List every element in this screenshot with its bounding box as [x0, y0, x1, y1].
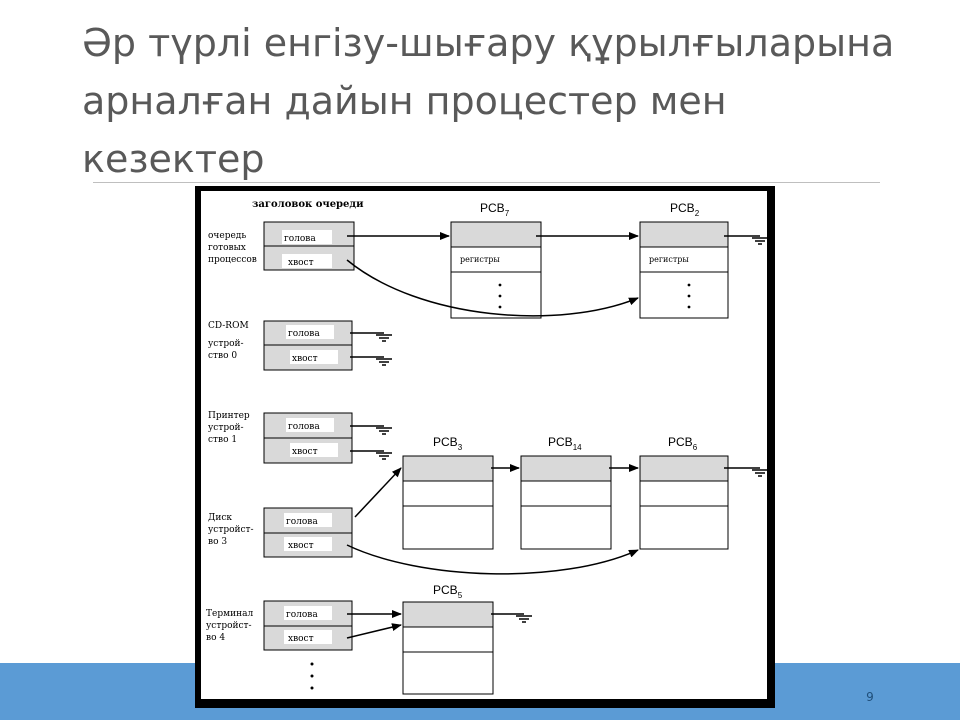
- pcb-6-title: PCB6: [668, 435, 698, 452]
- svg-text:ство 0: ство 0: [208, 351, 237, 361]
- svg-text:во 3: во 3: [208, 537, 227, 547]
- head-label: голова: [286, 517, 318, 527]
- svg-text:CD-ROM: CD-ROM: [208, 321, 249, 331]
- queue-header-printer: голова хвост: [263, 412, 353, 464]
- svg-text:Принтер: Принтер: [208, 411, 250, 421]
- head-label: голова: [288, 329, 320, 339]
- queue-label-disk: Диск устройст- во 3: [208, 513, 254, 547]
- queue-links: [346, 232, 639, 639]
- tail-label: хвост: [292, 447, 318, 457]
- pcb-6-block: [639, 455, 729, 550]
- svg-text:устройст-: устройст-: [208, 525, 254, 535]
- null-terminators: [350, 235, 768, 623]
- pcb-7-title: PCB7: [480, 201, 510, 218]
- head-label: голова: [288, 422, 320, 432]
- pcb-14-block: [520, 455, 612, 550]
- head-label: голова: [284, 234, 316, 244]
- registers-label: регистры: [460, 255, 500, 264]
- title-divider: [93, 182, 880, 183]
- pcb-14-title: PCB14: [548, 435, 582, 452]
- queue-diagram: заголовок очереди очередь готовых процес…: [206, 199, 768, 695]
- pcb-3-block: [402, 455, 494, 550]
- diagram-canvas: заголовок очереди очередь готовых процес…: [201, 191, 768, 699]
- queue-header-ready: голова хвост: [263, 221, 355, 271]
- svg-text:устройст-: устройст-: [206, 621, 252, 631]
- queue-header-disk: голова хвост: [263, 507, 353, 558]
- svg-text:ство 1: ство 1: [208, 435, 237, 445]
- svg-text:Диск: Диск: [208, 513, 232, 523]
- queue-header-label: заголовок очереди: [252, 199, 364, 210]
- tail-label: хвост: [292, 354, 318, 364]
- title-line-2: арналған дайын процестер мен: [82, 79, 727, 123]
- queue-label-terminal: Терминал устройст- во 4: [206, 609, 253, 643]
- svg-text:Терминал: Терминал: [206, 609, 253, 619]
- pcb-5-block: [402, 601, 494, 695]
- queue-label-printer: Принтер устрой- ство 1: [208, 411, 250, 445]
- pcb-5-title: PCB5: [433, 583, 463, 600]
- tail-label: хвост: [288, 541, 314, 551]
- queue-header-terminal: голова хвост: [263, 600, 353, 651]
- title-line-1: Әр түрлі енгізу-шығару құрылғыларына: [82, 21, 895, 65]
- tail-label: хвост: [288, 258, 314, 268]
- diagram-frame: заголовок очереди очередь готовых процес…: [195, 186, 775, 708]
- slide-number: 9: [866, 690, 874, 704]
- queue-header-cdrom: голова хвост: [263, 320, 353, 371]
- pcb-3-title: PCB3: [433, 435, 463, 452]
- svg-text:устрой-: устрой-: [208, 339, 244, 349]
- svg-text:во 4: во 4: [206, 633, 225, 643]
- head-label: голова: [286, 610, 318, 620]
- title-line-3: кезектер: [82, 137, 265, 181]
- svg-text:очередь: очередь: [208, 231, 246, 241]
- pcb-2-title: PCB2: [670, 201, 700, 218]
- svg-text:готовых: готовых: [208, 243, 246, 253]
- slide-title: Әр түрлі енгізу-шығару құрылғыларына арн…: [82, 14, 902, 188]
- queue-label-cdrom: CD-ROM устрой- ство 0: [208, 321, 249, 361]
- queue-label-ready: очередь готовых процессов: [208, 231, 257, 265]
- pcb-2-block: регистры: [639, 221, 729, 319]
- tail-label: хвост: [288, 634, 314, 644]
- svg-text:процессов: процессов: [208, 255, 257, 265]
- more-queues-ellipsis: [310, 662, 314, 690]
- registers-label: регистры: [649, 255, 689, 264]
- svg-text:устрой-: устрой-: [208, 423, 244, 433]
- pcb-7-block: регистры: [450, 221, 542, 319]
